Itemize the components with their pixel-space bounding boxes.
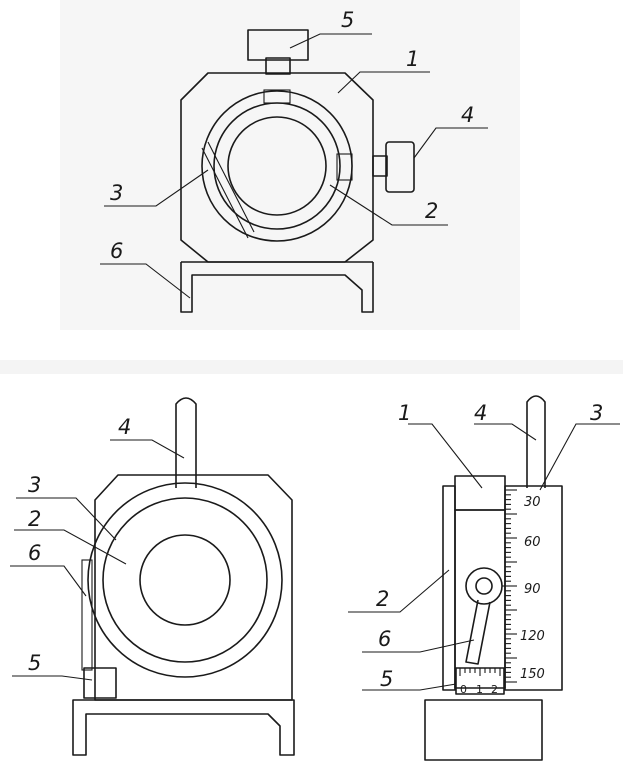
ring-slot-top — [263, 89, 291, 104]
leader-sv-4 — [474, 423, 537, 441]
label-fv-2: 2 — [28, 507, 41, 531]
side-knob-stem — [372, 155, 388, 177]
label-fv-4: 4 — [118, 415, 131, 439]
scan-shading-band — [0, 360, 623, 374]
leader-fv-4 — [110, 439, 185, 459]
scale-label-60: 60 — [524, 535, 541, 550]
leader-6 — [100, 263, 191, 299]
front-inner-bore — [139, 534, 231, 626]
top-view: 5 1 4 3 2 6 — [100, 8, 488, 313]
base-block — [424, 699, 543, 761]
top-block — [454, 475, 506, 511]
label-sv-6: 6 — [378, 627, 391, 651]
vernier-label-0: 0 — [460, 683, 467, 696]
leader-sv-5 — [362, 683, 457, 691]
side-knob — [385, 141, 415, 193]
inner-bore — [227, 116, 327, 216]
top-knob — [247, 29, 309, 61]
lower-block — [83, 667, 117, 699]
leader-sv-3 — [539, 423, 620, 491]
scale-label-120: 120 — [520, 629, 545, 644]
leader-3 — [104, 169, 209, 207]
scale-label-150: 150 — [520, 667, 545, 682]
leader-2 — [329, 184, 448, 226]
label-1: 1 — [406, 47, 419, 71]
scale-numbers: 30 60 90 120 150 — [520, 495, 545, 682]
front-view: 4 3 2 6 5 — [10, 397, 295, 756]
label-sv-2: 2 — [376, 587, 389, 611]
front-middle-ring — [102, 497, 268, 663]
pointer-arm — [465, 599, 491, 665]
leader-fv-3 — [16, 497, 117, 541]
leader-fv-6 — [10, 565, 87, 597]
front-housing — [94, 474, 293, 701]
label-fv-3: 3 — [28, 473, 41, 497]
vernier-ticks — [459, 668, 501, 676]
side-rod — [526, 395, 546, 488]
stand — [180, 262, 374, 313]
label-fv-5: 5 — [28, 651, 41, 675]
label-3: 3 — [110, 181, 123, 205]
scale-label-90: 90 — [524, 582, 541, 597]
leader-4 — [413, 127, 488, 159]
ring-cut-line-a — [201, 147, 249, 239]
top-knob-stem — [265, 57, 291, 75]
leader-5 — [289, 33, 372, 49]
label-5: 5 — [341, 8, 354, 32]
leader-sv-1 — [408, 423, 483, 489]
leader-sv-6 — [362, 639, 475, 653]
leader-fv-5 — [12, 675, 93, 681]
scale-ticks — [505, 489, 517, 683]
ring-slot-right — [336, 153, 353, 181]
vertical-rod — [175, 397, 197, 488]
side-view: 30 60 90 120 150 0 1 2 1 — [348, 395, 620, 761]
side-plate — [81, 559, 93, 671]
vernier-label-1: 1 — [476, 683, 483, 696]
pointer-hub — [465, 567, 503, 605]
label-sv-1: 1 — [398, 401, 411, 425]
leader-sv-2 — [348, 569, 450, 613]
leader-1 — [337, 71, 430, 94]
vernier-label-2: 2 — [491, 683, 498, 696]
pointer-pin — [475, 577, 493, 595]
leader-fv-2 — [14, 529, 127, 565]
front-outer-ring — [87, 482, 283, 678]
label-fv-6: 6 — [28, 541, 41, 565]
label-sv-3: 3 — [590, 401, 603, 425]
label-6: 6 — [110, 239, 123, 263]
side-plate-2 — [442, 485, 456, 691]
scan-shading-top — [60, 0, 520, 330]
ring-cut-line-b — [207, 141, 255, 233]
label-sv-4: 4 — [474, 401, 487, 425]
scale-label-30: 30 — [524, 495, 541, 510]
label-4: 4 — [461, 103, 474, 127]
label-2: 2 — [425, 199, 438, 223]
label-sv-5: 5 — [380, 667, 393, 691]
front-stand — [72, 699, 295, 756]
